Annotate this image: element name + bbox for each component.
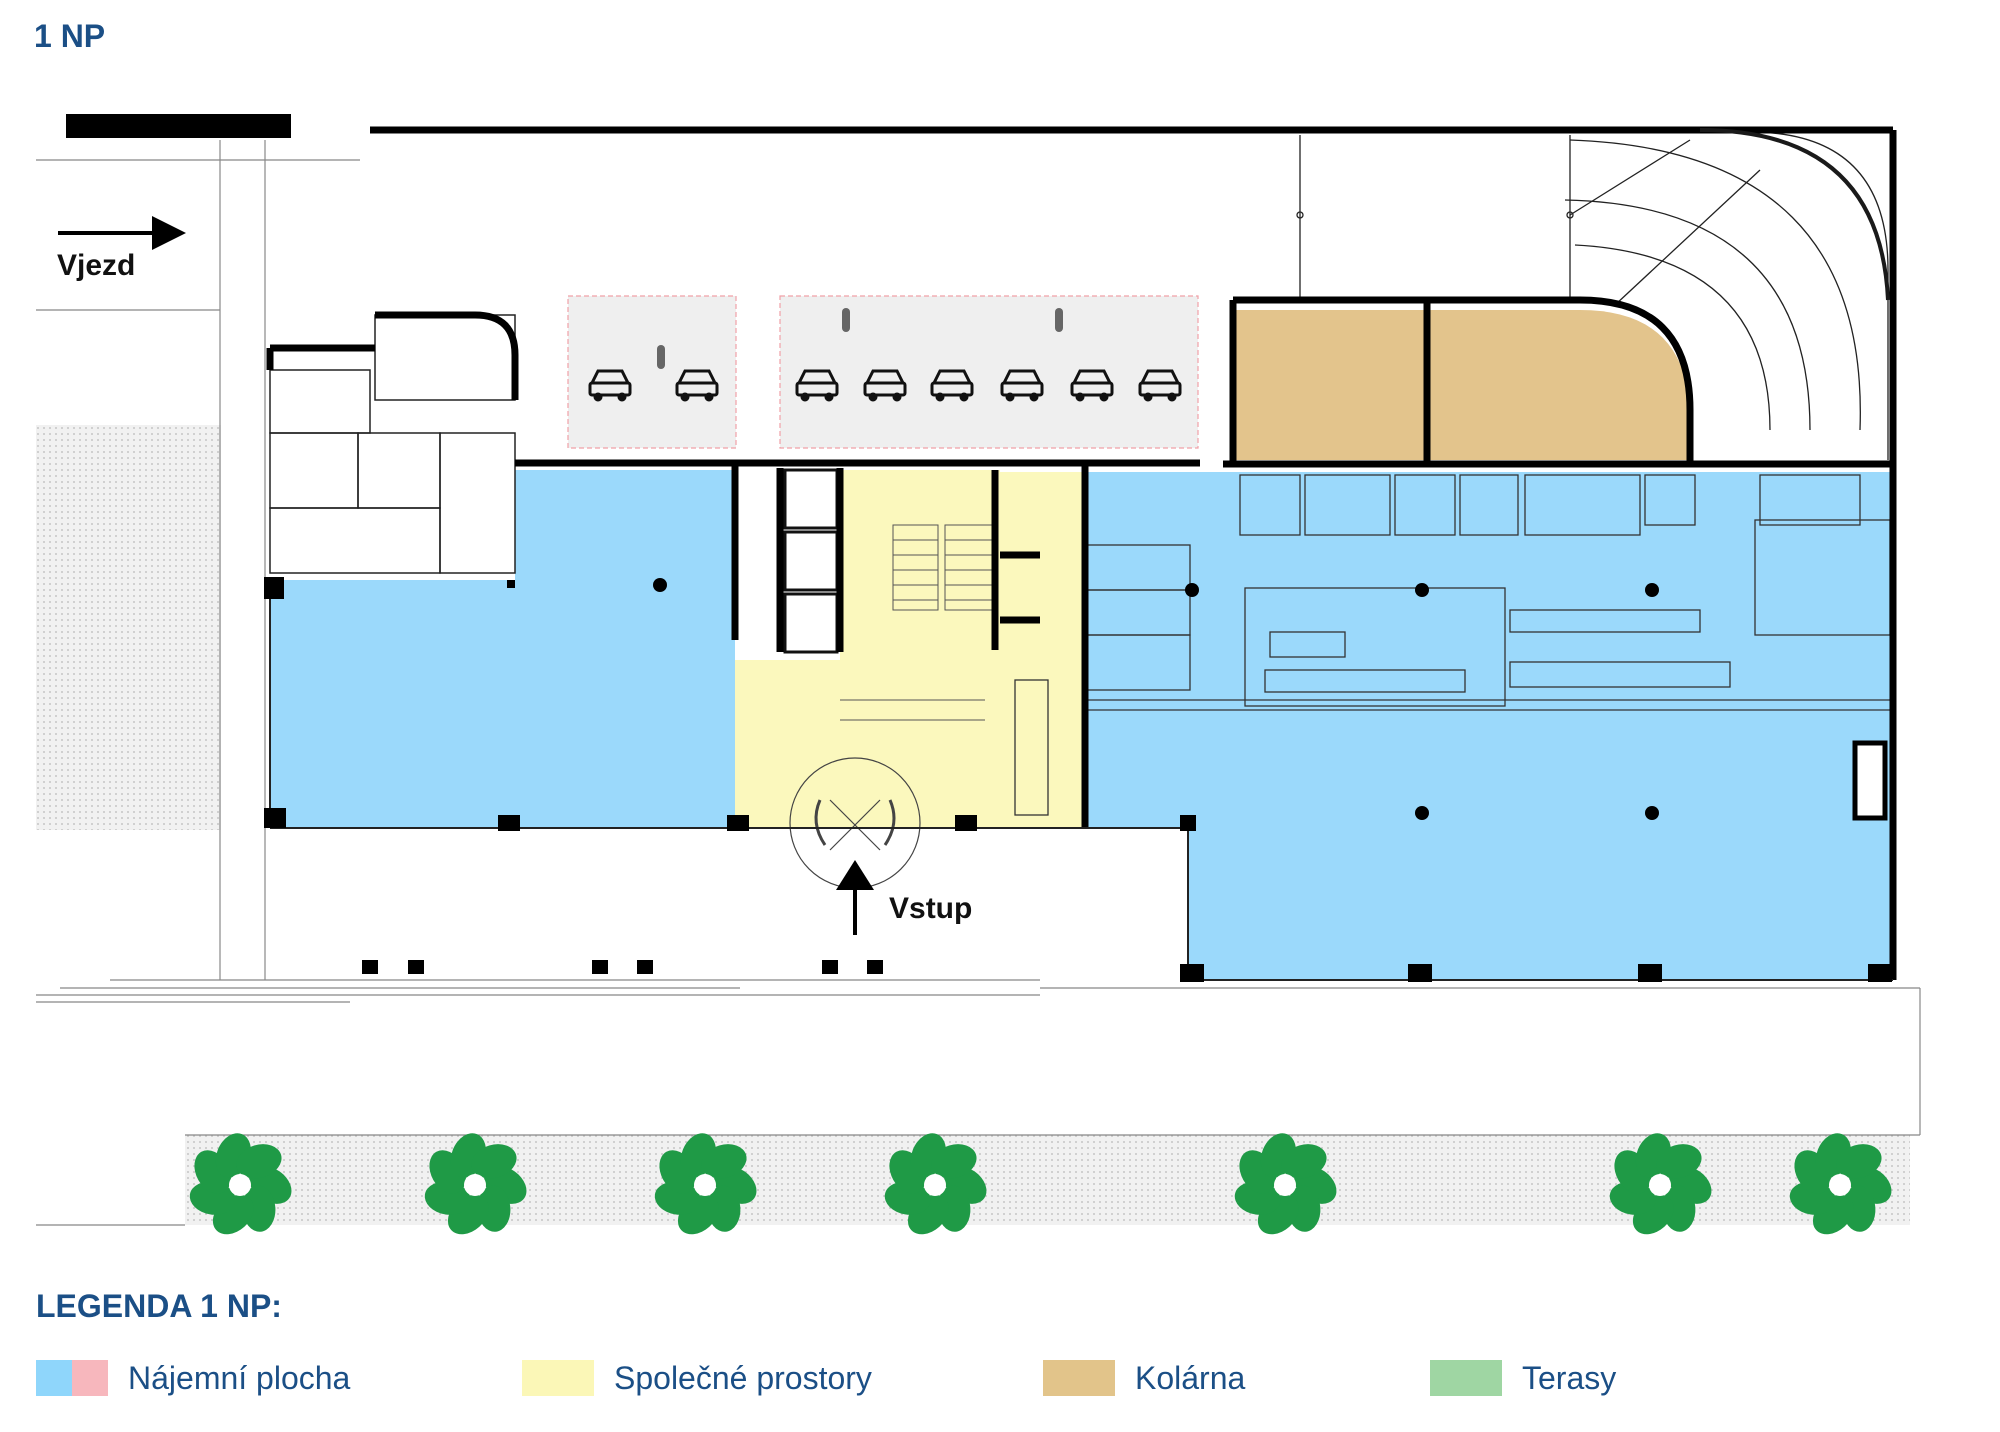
stairs [840, 524, 996, 721]
legend-item-terraces: Terasy [1430, 1358, 1616, 1398]
paved-area-left [36, 425, 221, 830]
main-entry-arrow [836, 860, 874, 935]
legend-label-bike: Kolárna [1135, 1359, 1246, 1396]
tree-icon [654, 1133, 757, 1235]
wall-top-left [66, 114, 291, 138]
bollards [657, 308, 1063, 369]
ramp [1233, 131, 1889, 460]
columns [264, 577, 1892, 982]
page-title: 1 NP [34, 18, 106, 54]
curved-wall [1699, 128, 1890, 301]
vehicle-entry-arrow [58, 216, 186, 250]
legend-item-bike: Kolárna [1043, 1358, 1245, 1398]
tree-icon [424, 1133, 527, 1235]
tree-icon [884, 1133, 987, 1235]
tree-icon [1609, 1133, 1712, 1235]
tree-icon [189, 1133, 292, 1235]
legend-swatch-bike [1043, 1360, 1115, 1396]
legend-label-rental: Nájemní plocha [128, 1359, 351, 1396]
rental-area-west [270, 470, 735, 828]
bike-room [1233, 310, 1431, 460]
legend-swatch-terraces [1430, 1360, 1502, 1396]
legend: Nájemní plocha Společné prostory Kolárna… [0, 1358, 2000, 1408]
trees [189, 1133, 1892, 1235]
bike-changing-rooms [1431, 310, 1690, 460]
walls [266, 126, 1897, 980]
entry-niche [1852, 740, 1888, 821]
legend-label-common: Společné prostory [614, 1359, 872, 1396]
elevators [783, 468, 839, 654]
legend-swatch-rental-pink [72, 1360, 108, 1396]
legend-swatch-common [522, 1360, 594, 1396]
tree-icon [1234, 1133, 1337, 1235]
legend-label-terraces: Terasy [1522, 1359, 1617, 1396]
vehicle-entry-label: Vjezd [57, 249, 135, 282]
legend-item-rental: Nájemní plocha [36, 1358, 350, 1398]
service-rooms [269, 314, 516, 574]
legend-title: LEGENDA 1 NP: [36, 1288, 282, 1324]
rental-area-east [1085, 472, 1893, 980]
legend-swatch-rental-blue [36, 1360, 72, 1396]
legend-item-common: Společné prostory [522, 1358, 872, 1398]
car-icons [588, 369, 1182, 402]
main-entry-label: Vstup [889, 892, 972, 925]
tree-icon [1789, 1133, 1892, 1235]
